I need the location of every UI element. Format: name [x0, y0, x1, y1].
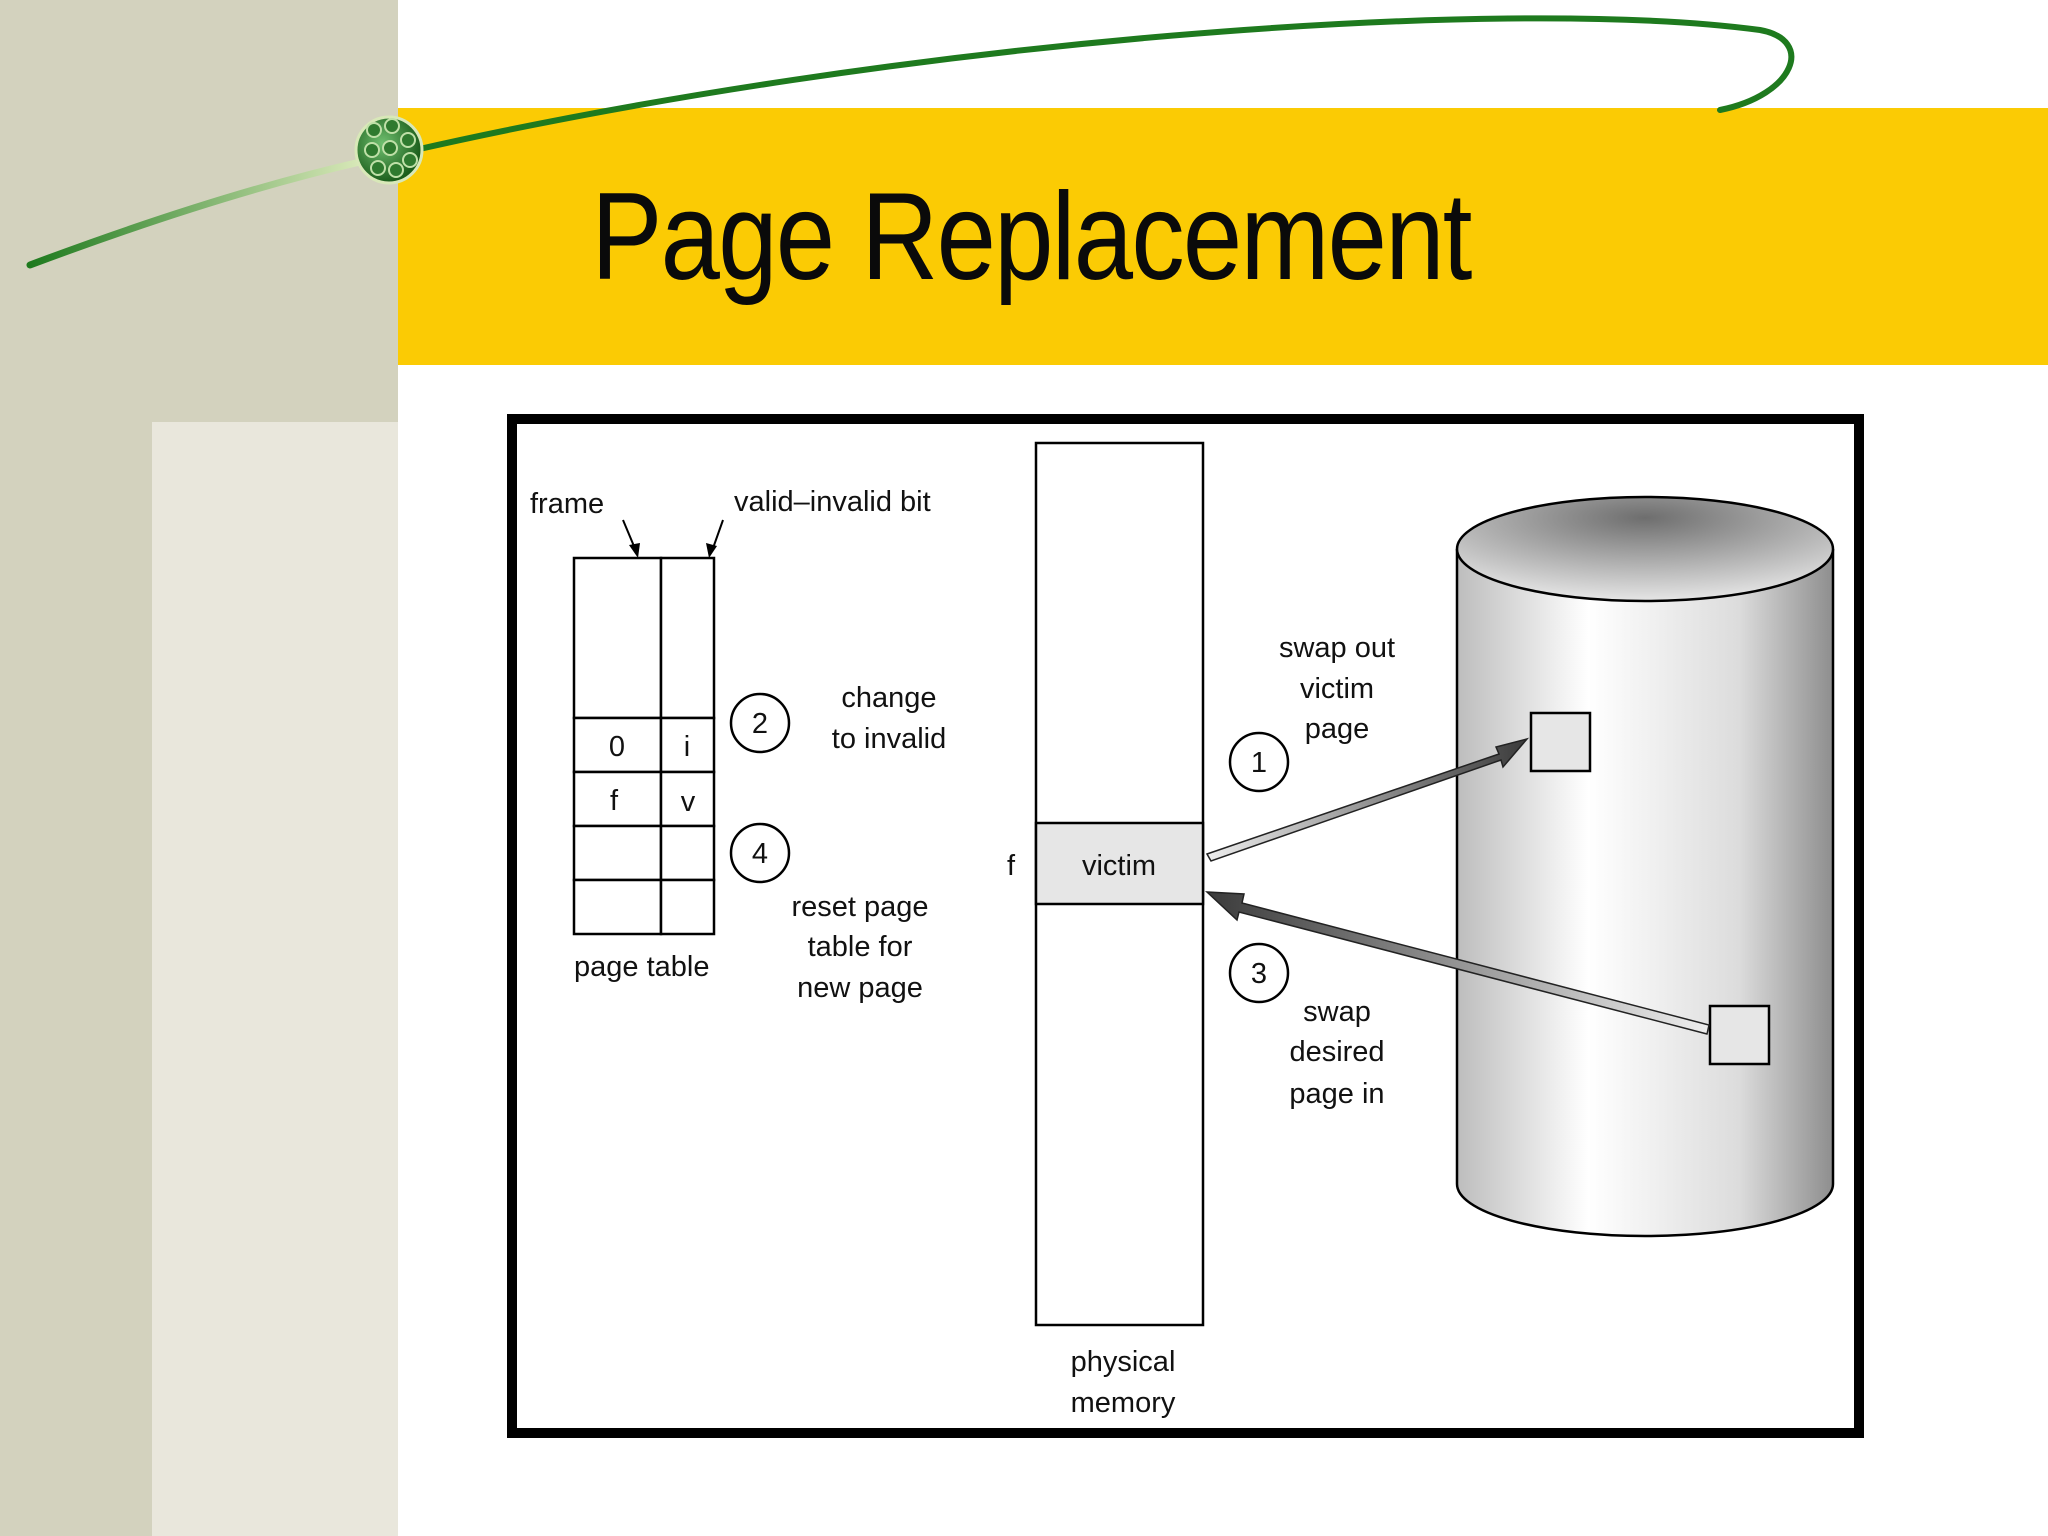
frame-f-marker: f: [1007, 850, 1016, 882]
step-3-text: swap: [1303, 996, 1371, 1028]
step-4-number: 4: [752, 838, 768, 870]
sidebar-bottom-panel-dark: [0, 422, 152, 1536]
step-4-text: new page: [797, 972, 923, 1004]
page-table-cell: [572, 770, 663, 828]
page-table-cell: [572, 716, 663, 774]
step-2-number: 2: [752, 708, 768, 740]
step-1-text: swap out: [1279, 632, 1395, 664]
swap-out-arrow: [1205, 737, 1530, 862]
step-4-text: table for: [808, 931, 913, 963]
page-table-bit-column: [659, 556, 716, 720]
victim-label: victim: [1082, 850, 1156, 882]
page-table-frame-value: 0: [609, 731, 625, 763]
page-table-bit-value: i: [684, 731, 690, 763]
page-table-bit-value: v: [681, 786, 696, 818]
valid-invalid-bit-label: valid–invalid bit: [734, 486, 931, 518]
diagram-frame: frame valid–invalid bit 0 i f v pa: [507, 414, 1864, 1438]
bead-ornament: [354, 115, 424, 185]
page-table-cell: [659, 878, 716, 936]
page-replacement-diagram: frame valid–invalid bit 0 i f v pa: [530, 441, 1835, 1419]
step-3-number: 3: [1251, 958, 1267, 990]
victim-frame: [1034, 821, 1205, 906]
frame-pointer-arrow: [622, 519, 640, 558]
slide-title: Page Replacement: [591, 167, 1472, 306]
step-4-text: reset page: [791, 891, 928, 923]
desired-page-on-disk: [1708, 1004, 1771, 1066]
step-3-marker: [1228, 942, 1290, 1004]
page-table-cell: [572, 824, 663, 882]
sidebar-top-panel: [0, 0, 398, 422]
page-table: 0 i f v: [572, 556, 716, 936]
page-table-frame-value: f: [610, 785, 619, 817]
physical-memory-label: memory: [1071, 1387, 1176, 1419]
bit-pointer-arrow: [706, 519, 724, 558]
title-band: [398, 108, 2048, 365]
page-table-frame-column: [572, 556, 663, 720]
page-table-cell: [659, 824, 716, 882]
step-1-text: page: [1305, 713, 1370, 745]
step-3-text: page in: [1289, 1078, 1384, 1110]
step-1-marker: [1228, 731, 1290, 793]
decorative-swoosh: [26, 15, 1795, 269]
backing-store-disk: [1455, 495, 1835, 1238]
page-table-label: page table: [574, 951, 709, 983]
step-2-text: change: [841, 682, 936, 714]
frame-label: frame: [530, 488, 604, 520]
swap-in-arrow: [1204, 891, 1710, 1035]
step-4-marker: [729, 822, 791, 884]
step-1-text: victim: [1300, 673, 1374, 705]
page-table-cell: [659, 770, 716, 828]
page-table-cell: [572, 878, 663, 936]
sidebar-bottom-panel-light: [152, 422, 398, 1536]
page-table-cell: [659, 716, 716, 774]
victim-page-on-disk: [1529, 711, 1592, 773]
physical-memory-label: physical: [1071, 1346, 1176, 1378]
step-2-text: to invalid: [832, 723, 946, 755]
step-3-text: desired: [1289, 1036, 1384, 1068]
step-1-number: 1: [1251, 747, 1267, 779]
step-2-marker: [729, 692, 791, 754]
